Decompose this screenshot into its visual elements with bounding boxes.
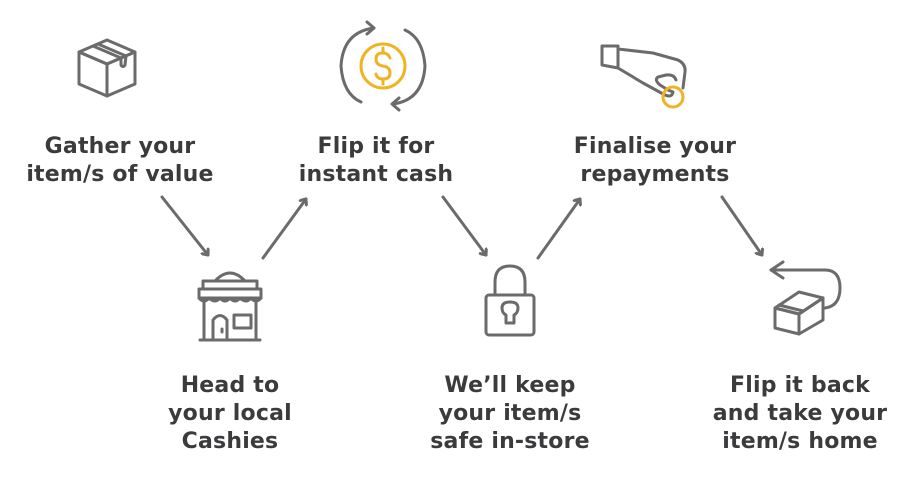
step-2-label: Head to your local Cashies — [130, 372, 330, 456]
step-2-line-2: your local — [168, 401, 292, 426]
step-6-line-1: Flip it back — [730, 373, 870, 398]
step-5-line-2: repayments — [580, 162, 730, 187]
dollar-cycle-icon — [339, 20, 427, 112]
storefront-icon — [197, 271, 263, 342]
step-2-line-3: Cashies — [181, 429, 279, 454]
step-3-line-2: instant cash — [298, 162, 454, 187]
padlock-icon — [484, 264, 536, 337]
step-3-label: Flip it for instant cash — [276, 133, 476, 189]
step-4-line-2: your item/s — [438, 401, 582, 426]
step-6-line-2: and take your — [712, 401, 888, 426]
box-return-icon — [769, 260, 842, 336]
flow-arrow-3-to-4 — [441, 195, 486, 257]
step-4-line-1: We’ll keep — [444, 373, 576, 398]
flow-arrow-5-to-6 — [720, 195, 762, 257]
step-1-label: Gather your item/s of value — [0, 133, 240, 189]
step-5-label: Finalise your repayments — [545, 133, 765, 189]
flow-arrow-2-to-3 — [261, 197, 306, 260]
hand-coin-icon — [600, 44, 687, 109]
box-icon — [77, 38, 137, 98]
step-1-line-1: Gather your — [44, 134, 196, 159]
step-6-line-3: item/s home — [722, 429, 878, 454]
step-3-line-1: Flip it for — [317, 134, 435, 159]
step-4-label: We’ll keep your item/s safe in-store — [410, 372, 610, 456]
step-4-line-3: safe in-store — [430, 429, 590, 454]
step-2-line-1: Head to — [180, 373, 280, 398]
step-1-line-2: item/s of value — [26, 162, 214, 187]
flow-arrow-1-to-2 — [160, 195, 208, 257]
flow-arrow-4-to-5 — [536, 197, 580, 260]
step-6-label: Flip it back and take your item/s home — [700, 372, 900, 456]
step-5-line-1: Finalise your — [573, 134, 737, 159]
